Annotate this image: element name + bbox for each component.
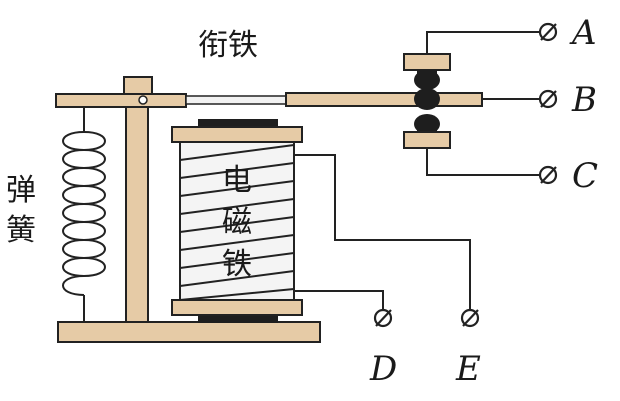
- electromagnet-label-2: 磁: [222, 205, 252, 240]
- terminal-a: [538, 22, 558, 42]
- coil-lead-d: [294, 290, 384, 310]
- terminal-b: [538, 89, 558, 109]
- pivot-pin: [138, 95, 148, 105]
- post-cap: [123, 76, 153, 96]
- wire-c: [426, 148, 540, 176]
- contact-moving: [414, 88, 440, 110]
- spring-label-2: 簧: [6, 213, 36, 248]
- spring-label-1: 弹: [6, 173, 36, 208]
- terminal-c: [538, 165, 558, 185]
- coil-lead-e: [294, 154, 471, 310]
- contact-lower: [403, 114, 451, 149]
- wire-a: [426, 31, 540, 54]
- terminal-label-c: C: [572, 156, 598, 196]
- electromagnet-label-3: 铁: [222, 247, 252, 282]
- terminal-label-b: B: [571, 80, 597, 120]
- terminal-d: [373, 308, 393, 328]
- support-post: [125, 94, 149, 323]
- electromagnet: [171, 119, 303, 323]
- terminal-e: [460, 308, 480, 328]
- spring: [62, 107, 106, 322]
- contact-upper: [403, 53, 451, 90]
- armature-rod: [185, 95, 287, 105]
- electromagnet-label-1: 电: [222, 163, 252, 198]
- terminal-label-a: A: [569, 13, 597, 53]
- armature-label: 衔铁: [198, 28, 258, 63]
- terminal-label-d: D: [369, 349, 397, 389]
- base-plate: [57, 321, 321, 343]
- armature-bar: [285, 92, 483, 107]
- lever-bar: [55, 93, 187, 108]
- terminal-label-e: E: [455, 349, 481, 389]
